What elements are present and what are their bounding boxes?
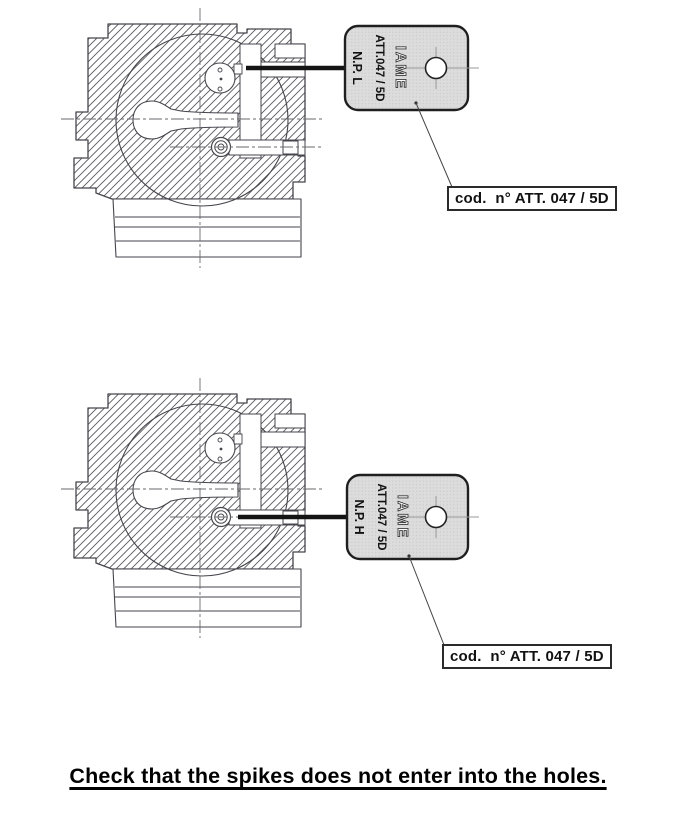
- tag-code: ATT.047 / 5D: [373, 35, 385, 102]
- instruction-text: Check that the spikes does not enter int…: [69, 764, 607, 788]
- id-tag-top: N.P. L ATT.047 / 5D IAME: [343, 24, 479, 112]
- cylinder-cross-section-bottom: [60, 377, 323, 639]
- leader-top: [414, 101, 453, 188]
- tag-needle-position: N.P. L: [350, 51, 364, 85]
- cylinder-cross-section-top: [60, 7, 323, 269]
- caption-box-top: cod. n° ATT. 047 / 5D: [447, 186, 617, 211]
- tag-hole: [424, 56, 448, 80]
- tag-needle-position: N.P. H: [352, 499, 366, 534]
- tag-brand-logo: IAME: [392, 46, 408, 90]
- tag-brand-logo: IAME: [394, 495, 410, 539]
- caption-box-bottom: cod. n° ATT. 047 / 5D: [442, 644, 612, 669]
- leader-bottom: [407, 554, 445, 646]
- figure-top: N.P. L ATT.047 / 5D IAME: [60, 7, 479, 269]
- figure-bottom: N.P. H ATT.047 / 5D IAME: [60, 377, 479, 646]
- id-tag-bottom: N.P. H ATT.047 / 5D IAME: [345, 473, 479, 561]
- tag-code: ATT.047 / 5D: [375, 484, 387, 551]
- tag-hole: [424, 505, 448, 529]
